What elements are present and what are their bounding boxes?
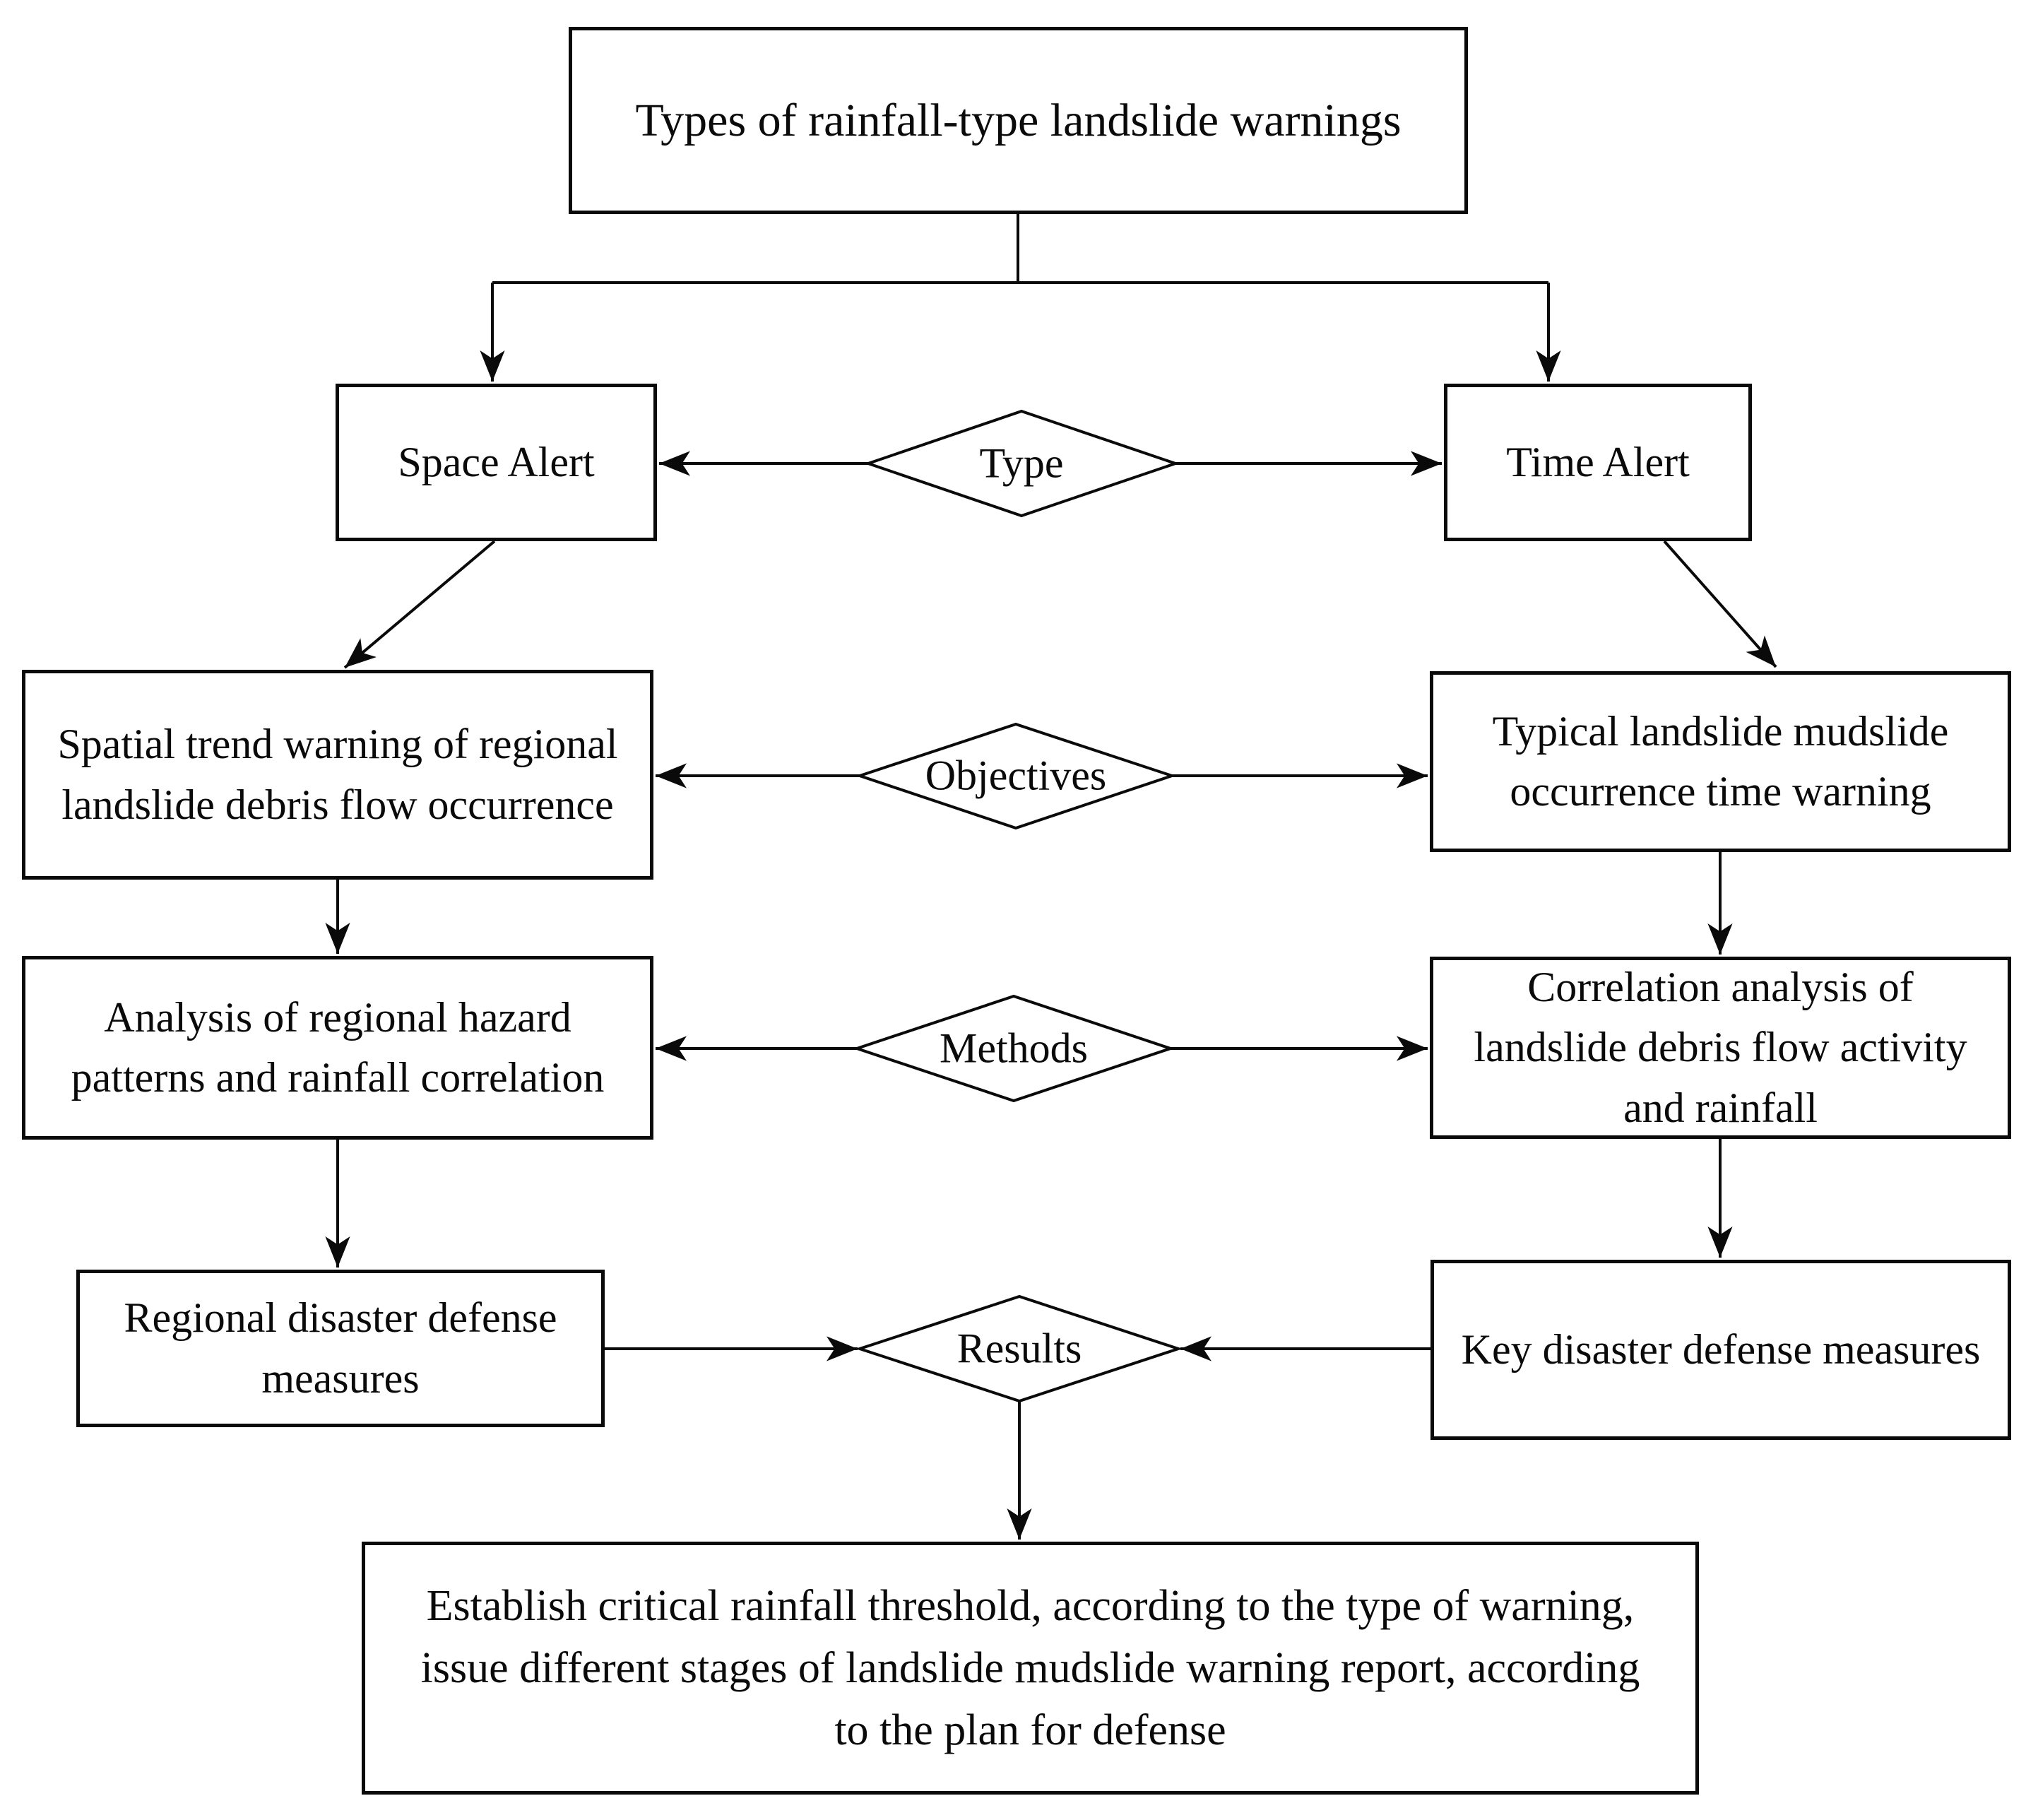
type-diamond-label: Type [979,439,1064,487]
node-title: Types of rainfall-type landslide warning… [569,27,1468,214]
results-diamond-label: Results [956,1325,1082,1372]
objectives-diamond-label: Objectives [925,752,1107,799]
node-spatial-trend-warning: Spatial trend warning of regional landsl… [22,670,653,880]
node-final-threshold: Establish critical rainfall threshold, a… [362,1542,1699,1795]
node-correlation-analysis: Correlation analysis of landslide debris… [1430,957,2011,1139]
methods-diamond-shape [852,994,1175,1103]
type-diamond-shape [863,409,1180,518]
node-analysis-regional-hazard: Analysis of regional hazard patterns and… [22,956,653,1140]
node-key-defense-measures: Key disaster defense measures [1430,1260,2011,1440]
objectives-diamond-shape [855,722,1177,830]
node-regional-defense-measures: Regional disaster defense measures [76,1270,605,1427]
node-space-alert: Space Alert [336,384,657,541]
methods-diamond-label: Methods [940,1024,1088,1072]
results-diamond-shape [855,1294,1183,1403]
node-typical-landslide-warning: Typical landslide mudslide occurrence ti… [1430,671,2011,852]
node-time-alert: Time Alert [1444,384,1752,541]
